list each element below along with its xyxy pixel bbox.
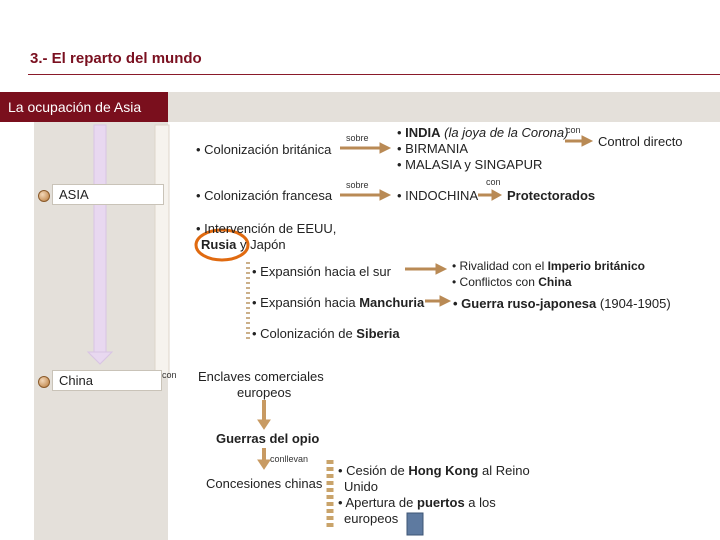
sobre-label-1: sobre [346, 133, 369, 143]
malasia: • MALASIA y SINGAPUR [397, 157, 543, 172]
concesiones-chinas: Concesiones chinas [206, 476, 323, 491]
sidebar-connector-arrowhead [86, 351, 114, 365]
apertura-puertos: • Apertura de puertos a los [338, 495, 496, 510]
decorative-square-icon [406, 512, 424, 536]
content-panel [168, 122, 720, 540]
china-label: China [52, 370, 162, 391]
birmania: • BIRMANIA [397, 141, 469, 156]
enclaves-line2: europeos [237, 385, 292, 400]
unido: Unido [344, 479, 378, 494]
con-label-2: con [486, 177, 501, 187]
china-con-label: con [162, 370, 177, 380]
rusia-japon: Rusia y Japón [201, 237, 286, 252]
conflictos-china: • Conflictos con China [452, 275, 572, 289]
protectorados: Protectorados [507, 188, 596, 203]
cesion-hong-kong: • Cesión de Hong Kong al Reino [338, 463, 530, 478]
french-colonization: • Colonización francesa [196, 188, 333, 203]
flow-arrows [340, 135, 594, 307]
expansion-manchuria: • Expansión hacia Manchuria [252, 295, 425, 310]
con-label-1: con [566, 125, 581, 135]
colonizacion-siberia: • Colonización de Siberia [252, 326, 400, 341]
india-line: • INDIA (la joya de la Corona) [397, 125, 569, 140]
asia-bullet-icon [38, 190, 50, 202]
sobre-label-2: sobre [346, 180, 369, 190]
rusia-highlight [194, 228, 250, 262]
eeuu-intervention: • Intervención de EEUU, [196, 221, 337, 236]
section-tab: La ocupación de Asia [0, 92, 168, 122]
slide-title: 3.- El reparto del mundo [30, 50, 202, 67]
asia-bracket [154, 124, 170, 378]
indochina: • INDOCHINA [397, 188, 479, 203]
rivalidad: • Rivalidad con el Imperio británico [452, 259, 645, 273]
control-directo: Control directo [598, 134, 683, 149]
asia-label: ASIA [52, 184, 164, 205]
brit-colonization: • Colonización británica [196, 142, 332, 157]
sidebar-connector [93, 124, 107, 354]
title-divider [28, 74, 720, 75]
guerra-ruso-japonesa: • Guerra ruso-japonesa (1904-1905) [453, 296, 671, 311]
guerras-opio: Guerras del opio [216, 431, 320, 446]
europeos: europeos [344, 511, 399, 526]
china-bullet-icon [38, 376, 50, 388]
expansion-sur: • Expansión hacia el sur [252, 264, 391, 279]
enclaves-line1: Enclaves comerciales [198, 369, 324, 384]
conllevan-label: conllevan [270, 454, 309, 464]
